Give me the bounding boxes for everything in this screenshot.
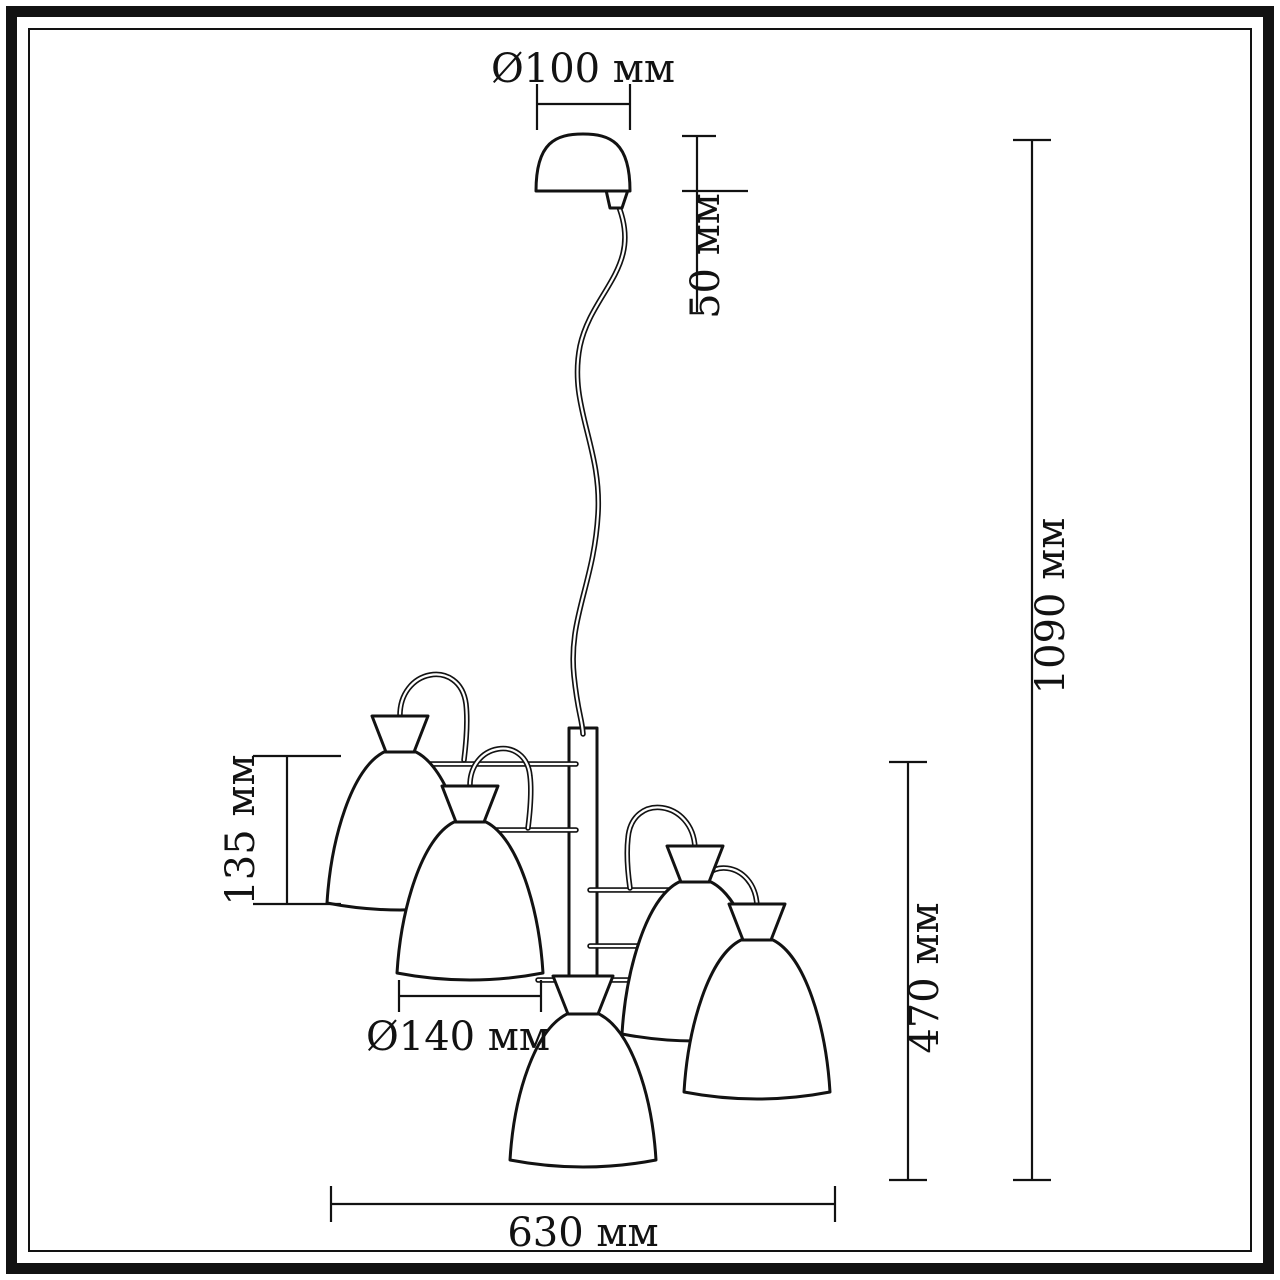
dim-label-shade-height: 135 мм	[218, 754, 264, 905]
inner-border-frame	[28, 28, 1252, 1252]
dim-label-canopy-diameter: Ø100 мм	[491, 46, 675, 92]
shade-4	[682, 938, 832, 1101]
ceiling-canopy	[534, 132, 632, 210]
shade-5	[508, 1012, 658, 1169]
dim-label-shade-diameter: Ø140 мм	[366, 1014, 550, 1060]
dim-canopy-diameter: Ø100 мм	[491, 46, 675, 130]
socket-1	[370, 714, 430, 754]
dim-overall-height: 1090 мм	[1013, 138, 1074, 1182]
dim-label-body-height: 470 мм	[902, 902, 948, 1053]
dim-body-height: 470 мм	[889, 760, 948, 1182]
rod-body	[567, 726, 599, 992]
suspension-cable	[570, 197, 628, 737]
dim-canopy-height: 50 мм	[682, 134, 748, 319]
dim-label-canopy-height: 50 мм	[683, 193, 729, 319]
dim-label-overall-width: 630 мм	[507, 1210, 658, 1256]
dim-overall-width: 630 мм	[329, 1186, 837, 1256]
socket-3	[665, 844, 725, 884]
outer-border-frame	[6, 6, 1274, 1274]
canopy-dome	[534, 132, 632, 193]
shade-2	[395, 820, 545, 982]
socket-5	[551, 974, 615, 1016]
lamp-5	[508, 974, 658, 1169]
dim-label-overall-height: 1090 мм	[1028, 518, 1074, 695]
lamp-4	[682, 902, 832, 1101]
central-rod	[567, 726, 599, 992]
dim-shade-height: 135 мм	[218, 754, 341, 906]
lamp-2	[395, 784, 545, 982]
dim-shade-diameter: Ø140 мм	[366, 980, 550, 1060]
cable-grommet	[604, 188, 630, 210]
